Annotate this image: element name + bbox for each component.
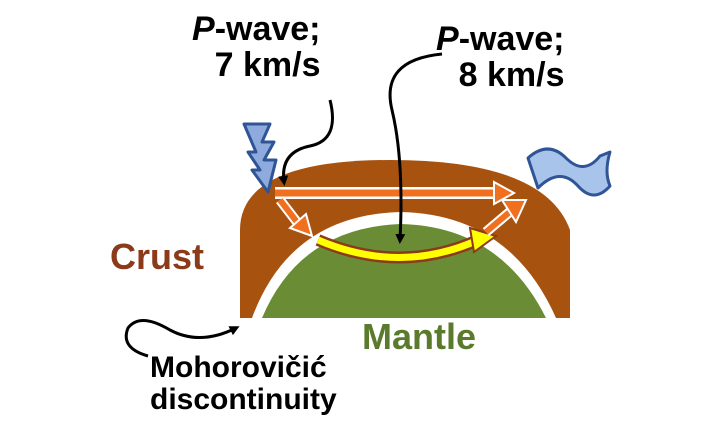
moho-line2: discontinuity bbox=[150, 382, 337, 416]
wave-letter: P bbox=[192, 10, 215, 48]
upgoing-arrow bbox=[482, 199, 528, 236]
pointer-moho bbox=[124, 319, 240, 358]
crust-direct-arrow bbox=[275, 180, 517, 206]
mantle-head-wave-arrow bbox=[315, 226, 499, 264]
moho-line1: Mohorovičić bbox=[150, 351, 327, 384]
p-wave-mantle-label: P-wave; 8 km/s bbox=[436, 20, 565, 94]
wave-text: -wave; bbox=[458, 20, 565, 58]
mantle-label: Mantle bbox=[362, 316, 477, 357]
downgoing-arrow bbox=[276, 196, 314, 238]
crust-speed: 7 km/s bbox=[214, 45, 321, 84]
crust-label: Crust bbox=[110, 236, 205, 277]
seismogram-flag-icon bbox=[526, 147, 612, 197]
pointer-mantle-wave bbox=[388, 52, 443, 244]
wave-text: -wave; bbox=[214, 10, 321, 48]
wave-letter: P bbox=[436, 20, 459, 58]
pointer-crust-wave bbox=[278, 99, 334, 186]
lightning-bolt-icon bbox=[242, 122, 278, 194]
p-wave-crust-label: P-wave; 7 km/s bbox=[192, 10, 321, 84]
moho-label: Mohorovičić discontinuity bbox=[150, 352, 337, 415]
mantle-speed: 8 km/s bbox=[458, 55, 565, 94]
